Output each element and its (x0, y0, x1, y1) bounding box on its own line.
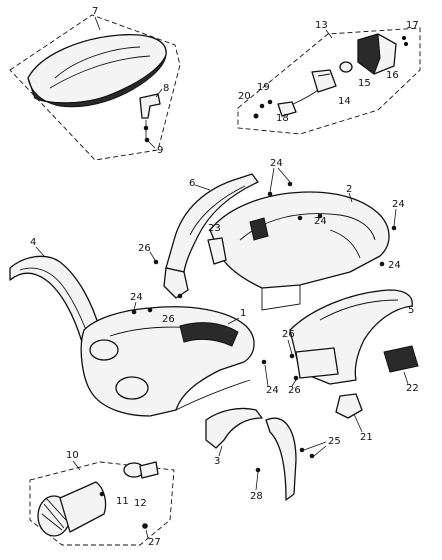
callout-2: 2 (346, 184, 352, 195)
callout-10: 10 (66, 450, 79, 461)
callout-8: 8 (163, 83, 169, 94)
callout-15: 15 (358, 78, 371, 89)
callout-14: 14 (338, 96, 351, 107)
callout-1: 1 (240, 308, 246, 319)
callout-19: 19 (257, 82, 270, 93)
callout-20: 20 (238, 91, 251, 102)
callout-22: 22 (406, 383, 419, 394)
callout-11: 11 (116, 496, 129, 507)
callout-24-d: 24 (388, 260, 401, 271)
front-inner-fender (205, 407, 263, 449)
mud-flap (265, 417, 297, 501)
callout-23: 23 (208, 223, 221, 234)
plate-bracket (335, 393, 363, 419)
headlamp-bulb (123, 461, 159, 479)
seat-group: 7 8 9 (9, 6, 181, 161)
callout-24-f: 24 (266, 385, 279, 396)
tail-lamp-group-outline (237, 27, 421, 135)
lamp-fasteners (253, 35, 409, 119)
seat-group-outline (9, 14, 181, 161)
callout-24-e: 24 (130, 292, 143, 303)
callout-18: 18 (276, 113, 289, 124)
callout-17: 17 (406, 20, 419, 31)
rear-fender-panel (163, 173, 259, 299)
callout-24-c: 24 (392, 199, 405, 210)
headlamp-group: 10 11 12 27 (29, 450, 175, 548)
seat (27, 34, 167, 108)
callout-21: 21 (360, 432, 373, 443)
headlamp-group-outline (29, 461, 175, 546)
callout-28: 28 (250, 491, 263, 502)
fasteners (131, 181, 397, 473)
callout-4: 4 (30, 237, 36, 248)
callout-24-a: 24 (270, 158, 283, 169)
callout-16: 16 (386, 70, 399, 81)
headlamp-housing (59, 481, 107, 533)
rear-fender-shell (289, 289, 413, 385)
callout-12: 12 (134, 498, 147, 509)
callout-27: 27 (148, 537, 161, 548)
tail-lamp-group: 13 17 16 15 14 19 20 18 (237, 20, 421, 135)
callout-26-b: 26 (162, 314, 175, 325)
lamp-socket (311, 69, 337, 93)
callout-5: 5 (408, 305, 414, 316)
lamp-wire-harness (277, 89, 319, 117)
tail-lamp-lens (357, 33, 397, 75)
rear-body-panel (209, 191, 390, 311)
lamp-bulb (339, 61, 353, 73)
callout-13: 13 (315, 20, 328, 31)
seat-latch-bracket (139, 93, 161, 143)
callout-7: 7 (92, 6, 98, 17)
mounting-bracket (207, 237, 227, 265)
callout-6: 6 (189, 178, 195, 189)
callout-3: 3 (214, 456, 220, 467)
callout-9: 9 (157, 145, 163, 156)
callout-26-c: 26 (282, 329, 295, 340)
callout-24-b: 24 (314, 216, 327, 227)
callout-26-a: 26 (138, 243, 151, 254)
fender-guard-plate (383, 345, 419, 373)
callout-26-d: 26 (288, 385, 301, 396)
callout-25: 25 (328, 436, 341, 447)
